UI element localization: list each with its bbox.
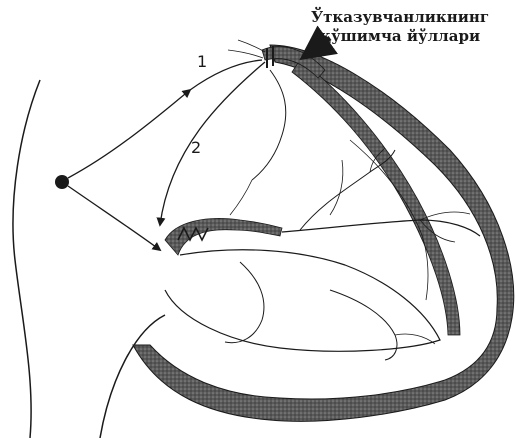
accessory-pathways-caption: Ўтказувчанликнинг қўшимча йўллари — [290, 8, 510, 46]
pathway-label-1: 1 — [197, 52, 207, 71]
body-outline-left — [13, 80, 40, 438]
fiber-upper-inner — [252, 70, 286, 180]
his-bundle-fiber — [282, 220, 480, 236]
sinus-node-dot — [55, 175, 69, 189]
pathway-top-to-av — [160, 62, 265, 225]
pathway-label-2: 2 — [191, 138, 201, 157]
caption-line-1: Ўтказувчанликнинг — [290, 8, 510, 27]
pathway-2-arrow — [68, 186, 160, 250]
pathway-1-arrow — [68, 90, 190, 178]
fiber-lower — [225, 262, 264, 343]
fiber-upper-inner-2 — [230, 180, 252, 215]
top-fibers — [228, 40, 265, 58]
av-node-band — [165, 218, 282, 255]
fiber-branch-3 — [330, 160, 343, 215]
body-outline-bottom — [100, 315, 165, 438]
caption-line-2: қўшимча йўллари — [290, 27, 510, 46]
inner-chamber-outline — [165, 250, 440, 351]
